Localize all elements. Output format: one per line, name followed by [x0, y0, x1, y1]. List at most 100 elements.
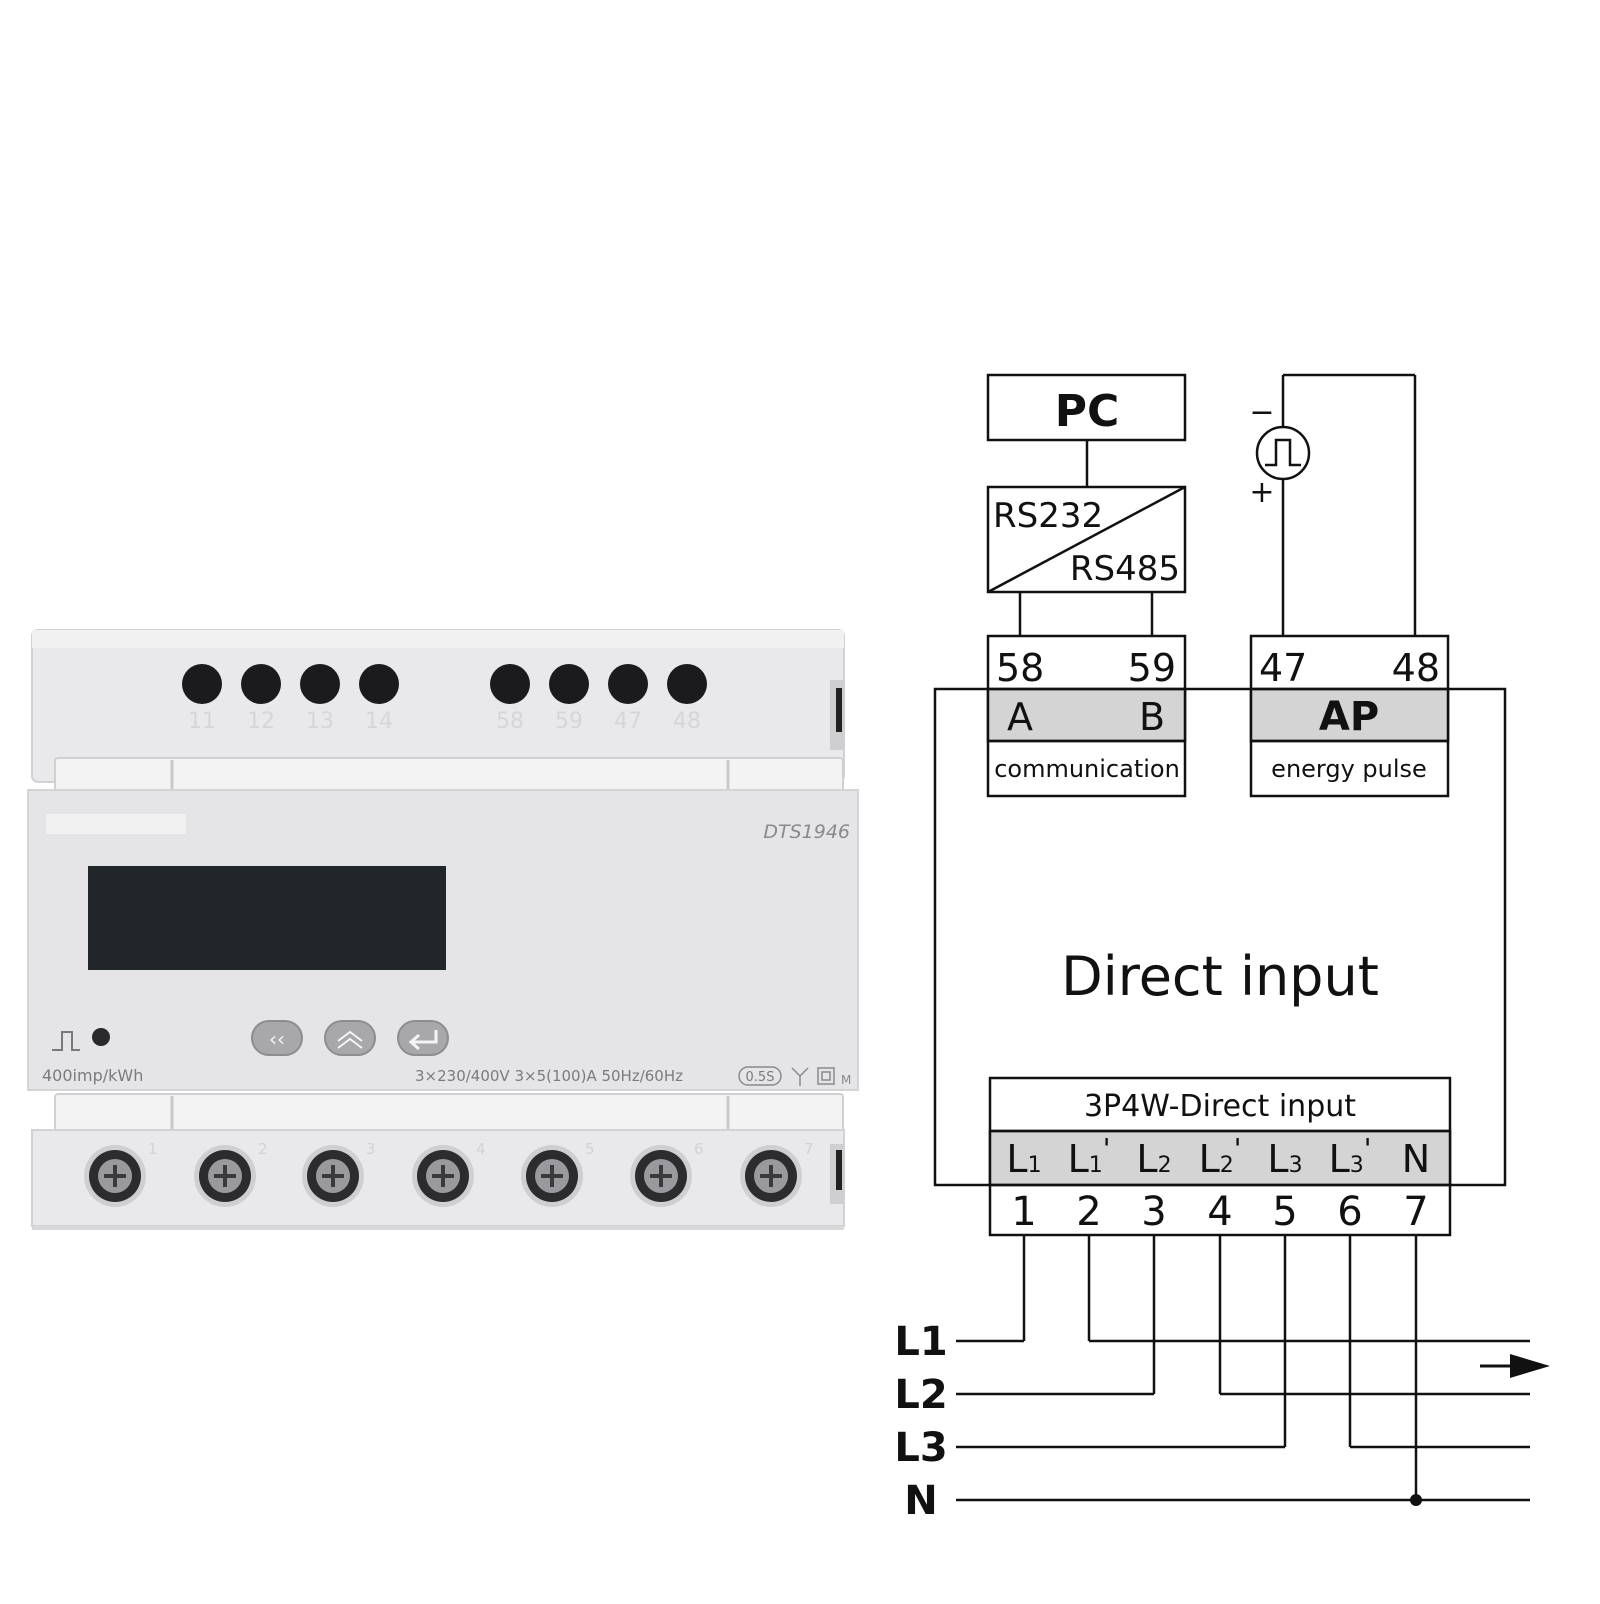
line-label-n: N — [904, 1478, 937, 1524]
comm-terminal-58: 58 — [996, 646, 1044, 690]
top-terminal-number: 48 — [673, 709, 701, 734]
pc-box — [986, 373, 1187, 442]
terminal-hole — [241, 664, 281, 704]
metrology-mark: M — [841, 1073, 851, 1087]
terminal-screw — [521, 1145, 583, 1207]
comm-terminal-59: 59 — [1128, 646, 1176, 690]
terminal-number: 3 — [1141, 1189, 1166, 1235]
top-terminal-number: 59 — [555, 709, 583, 734]
bottom-terminal-numbers: 1 2 3 4 5 6 7 — [148, 1140, 814, 1158]
terminal-hole — [667, 664, 707, 704]
pulse-plus-sign: + — [1249, 475, 1274, 510]
top-side-slot — [836, 688, 842, 732]
top-terminal-number: 12 — [247, 709, 275, 734]
main-label-band — [988, 1129, 1452, 1187]
pulse-waveform-icon — [1265, 438, 1301, 467]
pulse-caption: energy pulse — [1271, 755, 1427, 783]
bottom-terminal-number: 1 — [148, 1140, 158, 1158]
bottom-terminal-number: 3 — [366, 1140, 376, 1158]
star-connection-icon — [791, 1067, 809, 1086]
pulse-terminal-47: 47 — [1259, 646, 1307, 690]
wiring-title: 3P4W-Direct input — [1084, 1089, 1356, 1124]
direct-input-label: Direct input — [1061, 945, 1379, 1008]
bottom-side-slot — [836, 1150, 842, 1190]
model-number: DTS1946 — [763, 821, 850, 843]
terminal-screw — [302, 1145, 364, 1207]
terminal-number-row: 1 2 3 4 5 6 7 — [1011, 1189, 1428, 1235]
line-label-l2: L2 — [894, 1372, 947, 1418]
converter-rs485-label: RS485 — [1070, 549, 1180, 589]
pulse-terminal-48: 48 — [1392, 646, 1440, 690]
terminal-number: 1 — [1011, 1189, 1036, 1235]
terminal-hole — [182, 664, 222, 704]
line-label-l1: L1 — [894, 1319, 947, 1365]
pulse-ap-label: AP — [1319, 694, 1379, 740]
terminal-screw — [630, 1145, 692, 1207]
lcd-display — [88, 866, 446, 970]
terminal-screw — [84, 1145, 146, 1207]
converter-diagonal — [987, 485, 1186, 594]
terminal-hole — [608, 664, 648, 704]
pc-label: PC — [1055, 386, 1120, 437]
top-terminal-number: 13 — [306, 709, 334, 734]
accuracy-class: 0.5S — [746, 1070, 775, 1085]
terminal-hole — [490, 664, 530, 704]
top-terminal-holes — [182, 664, 707, 704]
pulse-minus-sign: − — [1249, 395, 1274, 430]
page-up-button[interactable] — [324, 1020, 376, 1056]
arrow-head-icon — [1510, 1354, 1550, 1378]
terminal-label-row: L1 L1' L2 L2' L3 L3' N — [1006, 1132, 1430, 1181]
terminal-label-2: L1' — [1068, 1132, 1111, 1181]
terminal-label-3: L2 — [1136, 1137, 1171, 1181]
terminal-number: 5 — [1272, 1189, 1297, 1235]
bottom-terminal-number: 7 — [804, 1140, 814, 1158]
top-terminal-number: 11 — [188, 709, 216, 734]
top-terminal-number: 58 — [496, 709, 524, 734]
comm-caption: communication — [994, 755, 1180, 783]
line-label-l3: L3 — [894, 1425, 947, 1471]
terminal-screw — [194, 1145, 256, 1207]
wiring-diagram — [933, 373, 1530, 1502]
pulse-icon — [52, 1031, 80, 1051]
double-chevron-up-icon — [337, 1030, 363, 1049]
double-insulation-icon — [817, 1067, 835, 1085]
converter-rs232-label: RS232 — [993, 496, 1103, 536]
comm-label-a: A — [1007, 695, 1033, 739]
terminal-hole — [549, 664, 589, 704]
accuracy-badge — [738, 1066, 782, 1086]
terminal-number: 2 — [1076, 1189, 1101, 1235]
terminal-hole — [300, 664, 340, 704]
bottom-terminal-number: 5 — [585, 1140, 595, 1158]
terminal-label-5: L3 — [1267, 1137, 1302, 1181]
top-terminal-number: 47 — [614, 709, 642, 734]
terminal-screw — [412, 1145, 474, 1207]
terminal-screw — [740, 1145, 802, 1207]
bottom-terminal-number: 2 — [258, 1140, 268, 1158]
comm-label-b: B — [1139, 695, 1165, 739]
terminal-number: 4 — [1207, 1189, 1232, 1235]
bottom-terminal-screws — [84, 1145, 802, 1207]
neutral-junction-dot — [1410, 1494, 1422, 1506]
terminal-label-1: L1 — [1006, 1137, 1041, 1181]
pulse-led-icon — [92, 1028, 110, 1046]
terminal-number: 6 — [1337, 1189, 1362, 1235]
terminal-label-6: L3' — [1329, 1132, 1372, 1181]
double-chevron-left-icon: ‹‹ — [269, 1027, 285, 1051]
terminal-label-4: L2' — [1199, 1132, 1242, 1181]
terminal-number: 7 — [1403, 1189, 1428, 1235]
bottom-terminal-number: 6 — [694, 1140, 704, 1158]
top-housing-edge — [32, 630, 844, 648]
top-terminal-numbers: 11 12 13 14 58 59 47 48 — [188, 709, 701, 734]
enter-button[interactable] — [397, 1020, 449, 1056]
top-terminal-number: 14 — [365, 709, 393, 734]
pulse-constant: 400imp/kWh — [42, 1066, 143, 1085]
rating-text: 3×230/400V 3×5(100)A 50Hz/60Hz — [415, 1067, 683, 1085]
page-left-button[interactable]: ‹‹ — [251, 1020, 303, 1056]
terminal-hole — [359, 664, 399, 704]
bottom-terminal-number: 4 — [476, 1140, 486, 1158]
energy-meter: 11 12 13 14 58 59 47 48 DTS1946 400imp/k… — [27, 629, 859, 1230]
pulse-counter-icon — [1255, 425, 1311, 481]
terminal-label-7: N — [1402, 1137, 1430, 1181]
